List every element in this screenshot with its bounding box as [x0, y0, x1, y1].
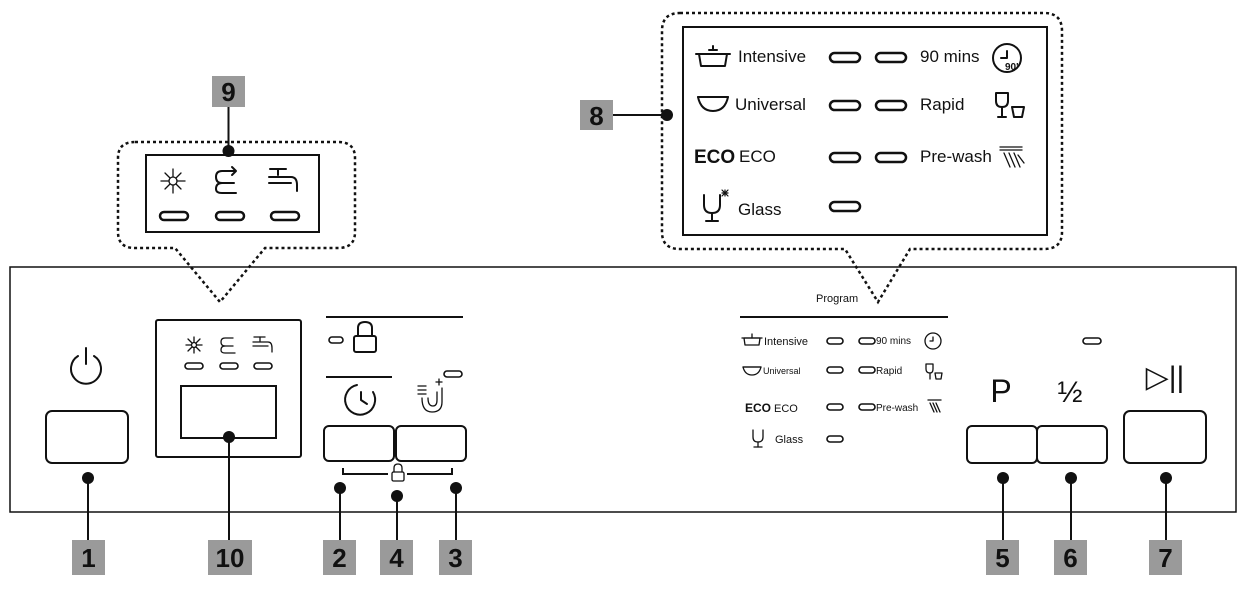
callout-7: 7	[1158, 543, 1172, 573]
pot-icon	[741, 333, 763, 346]
extra-dry-icon	[417, 378, 443, 413]
water-tap-icon	[268, 168, 298, 192]
90-mins-clock-icon	[924, 332, 942, 350]
water-tap-icon	[252, 336, 273, 353]
callout-8: 8	[589, 101, 603, 131]
child-lock-combo-icon	[391, 463, 405, 482]
extra-dry-button[interactable]	[395, 425, 467, 462]
pot-icon	[695, 45, 731, 67]
panel-eco-icon: ECO	[745, 401, 771, 415]
program-header: Program	[816, 293, 858, 305]
eco-label: ECO	[739, 147, 776, 166]
panel-prewash-label: Pre-wash	[876, 403, 918, 414]
callout-4: 4	[389, 543, 404, 573]
eco-icon: ECO	[694, 147, 735, 168]
intensive-label: Intensive	[738, 47, 806, 66]
rapid-glasses-icon	[995, 92, 1025, 118]
prewash-spray-icon	[927, 399, 942, 413]
p-label: P	[990, 373, 1011, 409]
indicator-zoom-callout	[116, 140, 357, 304]
padlock-icon	[353, 321, 377, 353]
callout-2: 2	[332, 543, 346, 573]
rapid-glasses-icon	[925, 363, 943, 380]
callout-9: 9	[221, 77, 235, 107]
play-pause-icon: ▷||	[1146, 361, 1185, 394]
callout-3: 3	[448, 543, 462, 573]
power-button[interactable]	[45, 410, 129, 464]
rinse-aid-indicator-icon	[215, 166, 237, 194]
bowl-icon	[697, 96, 729, 112]
salt-indicator-icon	[160, 168, 186, 194]
rinse-aid-indicator-icon	[220, 337, 236, 354]
glass-label: Glass	[738, 200, 781, 219]
callout-6: 6	[1063, 543, 1077, 573]
delay-button[interactable]	[323, 425, 395, 462]
half-load-label: ½	[1057, 376, 1082, 409]
glass-icon	[752, 429, 764, 448]
prewash-spray-icon	[999, 146, 1025, 168]
clock-icon	[344, 384, 377, 416]
glass-icon	[703, 189, 729, 222]
panel-intensive-label: Intensive	[764, 336, 808, 348]
program-zoom-callout: Intensive Universal ECO ECO Glass 90 min…	[660, 11, 1064, 305]
start-pause-button[interactable]	[1123, 410, 1207, 464]
90-mins-clock-icon: 90'	[992, 43, 1022, 73]
panel-glass-label: Glass	[775, 434, 804, 446]
power-icon	[70, 347, 102, 385]
panel-eco-label: ECO	[774, 403, 798, 415]
panel-rapid-label: Rapid	[876, 366, 902, 377]
universal-label: Universal	[735, 95, 806, 114]
callout-1: 1	[81, 543, 95, 573]
panel-universal-label: Universal	[763, 366, 801, 376]
90-mins-label: 90 mins	[920, 47, 980, 66]
bowl-icon	[742, 366, 762, 376]
rapid-label: Rapid	[920, 95, 964, 114]
prewash-label: Pre-wash	[920, 147, 992, 166]
svg-text:90': 90'	[1005, 62, 1019, 73]
callout-5: 5	[995, 543, 1009, 573]
salt-indicator-icon	[185, 336, 203, 354]
digital-display	[180, 385, 277, 439]
callout-10: 10	[216, 543, 245, 573]
panel-90-mins-label: 90 mins	[876, 336, 911, 347]
program-button[interactable]	[966, 425, 1038, 464]
half-load-button[interactable]	[1036, 425, 1108, 464]
